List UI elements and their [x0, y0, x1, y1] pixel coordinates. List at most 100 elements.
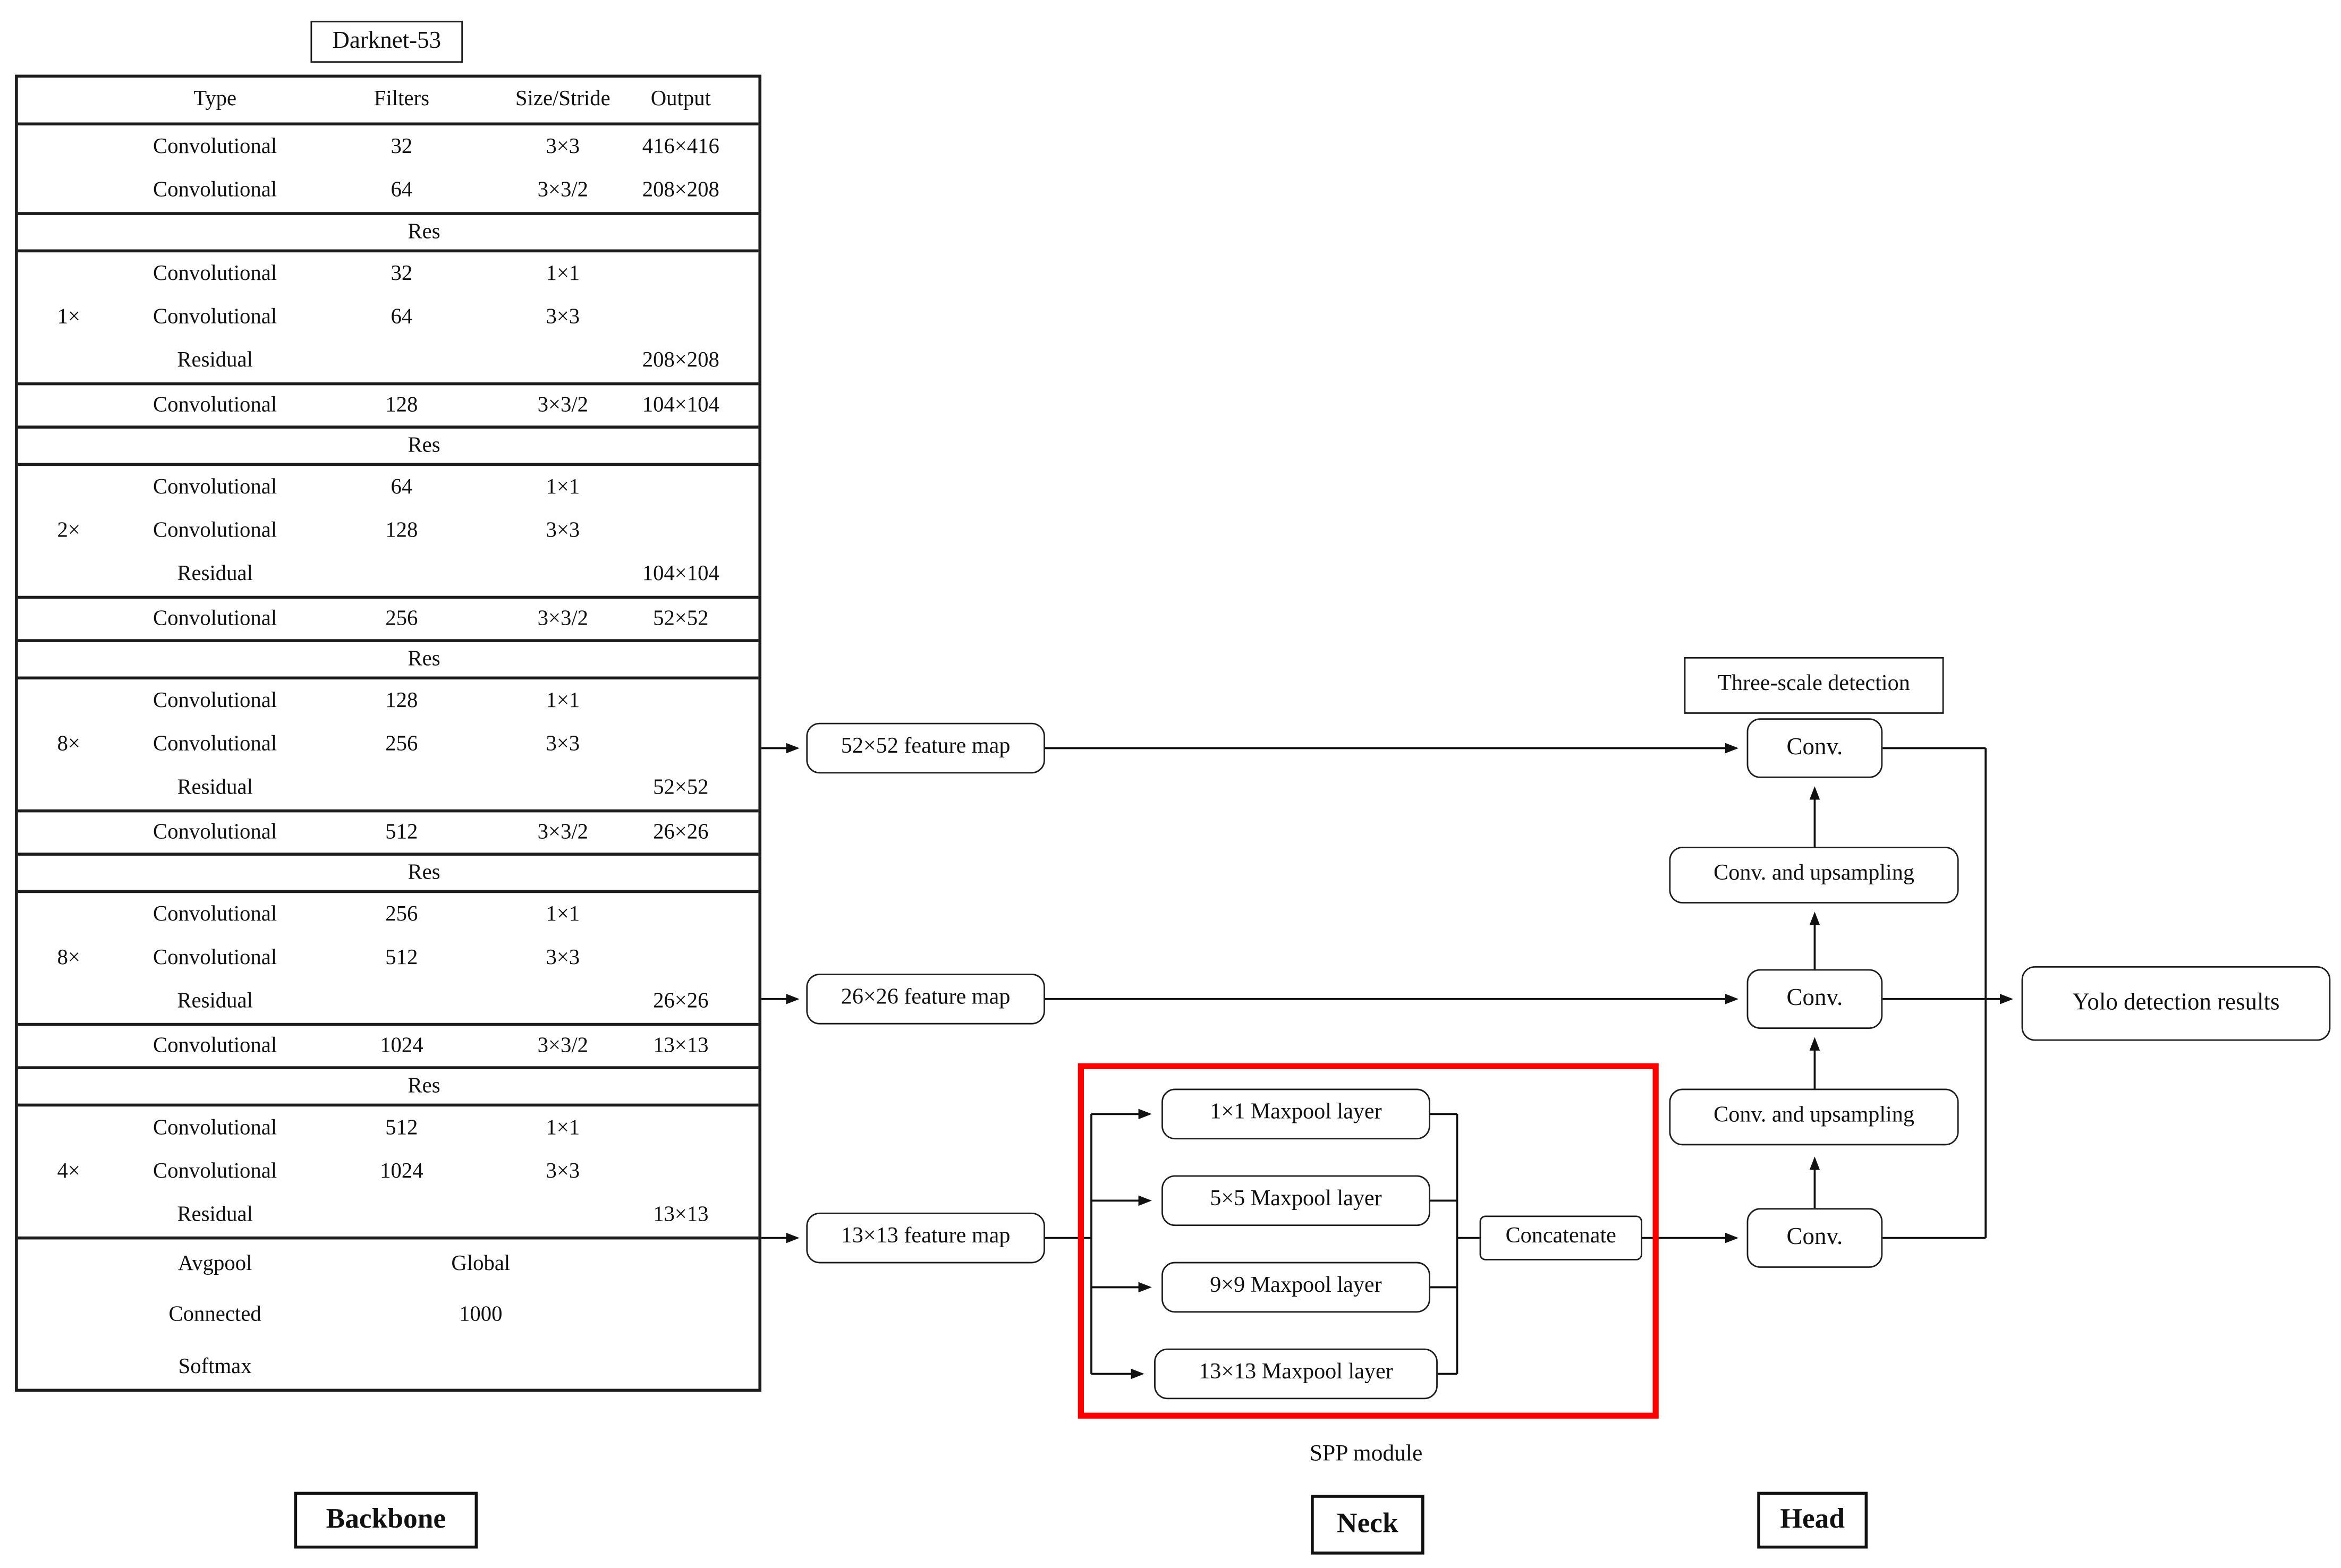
- table-cell: 64: [391, 475, 413, 499]
- table-cell: 208×208: [642, 348, 719, 372]
- feature-map-13-label: 13×13 feature map: [841, 1224, 1011, 1249]
- table-cell: 416×416: [642, 134, 719, 159]
- feature-map-52-label: 52×52 feature map: [841, 735, 1011, 759]
- table-cell: Residual: [177, 988, 253, 1013]
- spp-module-caption: SPP module: [1309, 1441, 1423, 1467]
- feature-map-52-box: 52×52 feature map: [806, 722, 1045, 774]
- table-cell: 3×3: [546, 731, 580, 756]
- table-cell: Convolutional: [153, 1158, 277, 1183]
- concatenate-label: Concatenate: [1505, 1224, 1616, 1249]
- table-cell: 26×26: [653, 820, 709, 844]
- maxpool-1x1-box: 1×1 Maxpool layer: [1161, 1088, 1430, 1140]
- table-cell: Residual: [177, 775, 253, 799]
- table-cell: Convolutional: [153, 1115, 277, 1140]
- res-block-label: Res: [408, 219, 440, 244]
- table-cell: 3×3: [546, 1158, 580, 1183]
- table-cell: Convolutional: [153, 518, 277, 542]
- table-cell: Avgpool: [177, 1251, 252, 1276]
- three-scale-detection-box: Three-scale detection: [1684, 657, 1944, 714]
- res-block-label: Res: [408, 860, 440, 884]
- table-cell: 3×3/2: [537, 820, 589, 844]
- backbone-label: Backbone: [326, 1504, 446, 1536]
- table-row: Convolutional 64 3×3/2 208×208: [18, 169, 759, 212]
- table-cell: 208×208: [642, 177, 719, 202]
- table-cell: 3×3/2: [537, 606, 589, 630]
- block-multiplier: 4×: [57, 1158, 80, 1183]
- concatenate-box: Concatenate: [1479, 1215, 1642, 1260]
- table-cell: 13×13: [653, 1033, 709, 1058]
- col-header-filters: Filters: [374, 87, 429, 112]
- table-cell: 104×104: [642, 393, 719, 417]
- block-multiplier: 1×: [57, 304, 80, 329]
- table-cell: Convolutional: [153, 177, 277, 202]
- maxpool-5x5-label: 5×5 Maxpool layer: [1210, 1187, 1382, 1212]
- table-cell: 1×1: [546, 1115, 580, 1140]
- table-row: Res: [18, 425, 759, 466]
- conv-box-bottom: Conv.: [1746, 1208, 1883, 1268]
- table-cell: 512: [385, 820, 418, 844]
- conv-label: Conv.: [1786, 734, 1843, 760]
- spp-module-border: [1078, 1063, 1659, 1419]
- table-row: Res: [18, 639, 759, 680]
- block-multiplier: 8×: [57, 945, 80, 969]
- block-multiplier: 8×: [57, 731, 80, 756]
- table-cell: 3×3: [546, 945, 580, 969]
- table-cell: Convolutional: [153, 304, 277, 329]
- table-cell: 1024: [380, 1033, 423, 1058]
- table-cell: Convolutional: [153, 688, 277, 713]
- table-cell: 52×52: [653, 606, 709, 630]
- maxpool-9x9-box: 9×9 Maxpool layer: [1161, 1262, 1430, 1313]
- table-row: Softmax: [18, 1342, 759, 1394]
- table-cell: 3×3/2: [537, 393, 589, 417]
- table-cell: 1000: [459, 1302, 503, 1327]
- conv-upsampling-box-upper: Conv. and upsampling: [1669, 847, 1959, 904]
- table-cell: Convolutional: [153, 261, 277, 285]
- feature-map-26-label: 26×26 feature map: [841, 985, 1011, 1010]
- block-multiplier: 2×: [57, 518, 80, 542]
- head-label-box: Head: [1757, 1492, 1868, 1549]
- darknet53-title-box: Darknet-53: [310, 21, 463, 63]
- table-cell: 3×3: [546, 134, 580, 159]
- table-cell: Residual: [177, 561, 253, 586]
- table-cell: 256: [385, 902, 418, 926]
- table-cell: Convolutional: [153, 731, 277, 756]
- table-cell: Convolutional: [153, 134, 277, 159]
- table-cell: Convolutional: [153, 820, 277, 844]
- table-cell: Softmax: [178, 1356, 252, 1380]
- table-cell: 3×3/2: [537, 1033, 589, 1058]
- table-cell: 3×3: [546, 304, 580, 329]
- table-cell: Convolutional: [153, 475, 277, 499]
- neck-label-box: Neck: [1311, 1495, 1424, 1555]
- col-header-size-stride: Size/Stride: [515, 87, 610, 112]
- table-cell: 64: [391, 177, 413, 202]
- head-label: Head: [1780, 1504, 1845, 1536]
- table-cell: 3×3/2: [537, 177, 589, 202]
- yolo-results-label: Yolo detection results: [2072, 989, 2280, 1015]
- conv-box-top: Conv.: [1746, 718, 1883, 778]
- neck-label: Neck: [1337, 1508, 1398, 1540]
- conv-label: Conv.: [1786, 985, 1843, 1011]
- table-cell: 1×1: [546, 902, 580, 926]
- conv-upsampling-label: Conv. and upsampling: [1714, 862, 1914, 886]
- col-header-output: Output: [650, 87, 711, 112]
- table-cell: 64: [391, 304, 413, 329]
- table-cell: 128: [385, 393, 418, 417]
- maxpool-1x1-label: 1×1 Maxpool layer: [1210, 1101, 1382, 1125]
- maxpool-9x9-label: 9×9 Maxpool layer: [1210, 1274, 1382, 1298]
